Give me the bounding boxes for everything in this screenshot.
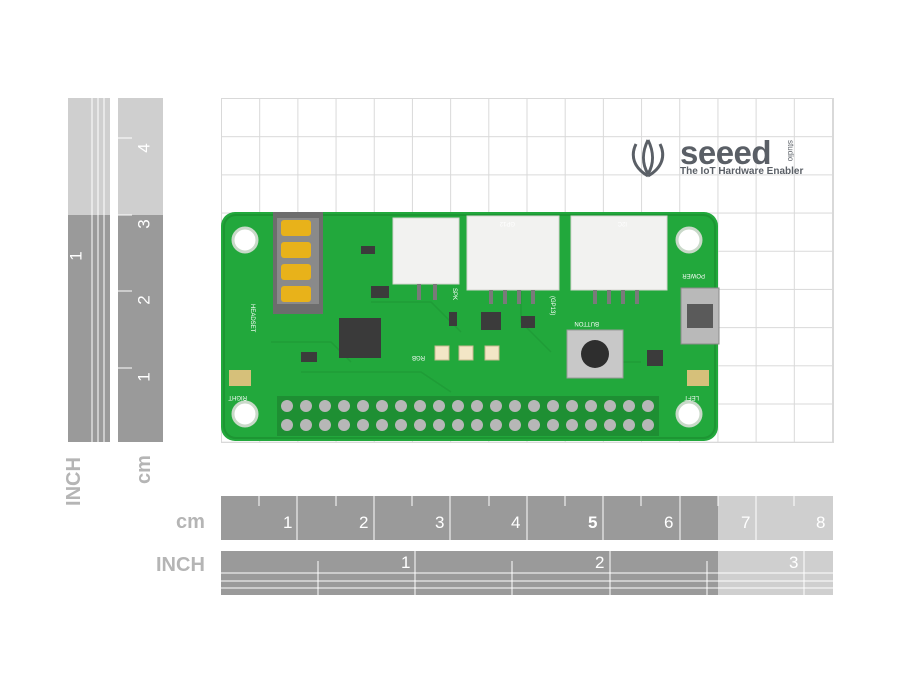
gpio-pin [642,400,654,412]
gpio-pin [433,400,445,412]
gpio-pin [528,419,540,431]
gpio-pin [528,400,540,412]
gpio-pin [357,400,369,412]
vertical-cm-unit: cm [132,455,155,484]
horizontal-cm-label-8: 8 [816,513,826,532]
horizontal-inch-ticks [221,551,833,595]
vertical-cm-label-1: 1 [134,372,154,382]
board-label-power: POWER [682,272,705,278]
gpio-pin [300,400,312,412]
horizontal-inch-label-2: 2 [595,553,605,572]
horizontal-cm-unit: cm [176,511,205,533]
horizontal-cm-label-5: 5 [588,513,598,532]
gpio-pin [604,419,616,431]
gpio-pin [414,419,426,431]
board-label-gp12: GP12 [499,220,515,226]
gpio-pin [300,419,312,431]
horizontal-cm-label-1: 1 [283,513,293,532]
vertical-inch-unit: INCH [62,457,85,506]
vertical-inch-ticks [91,98,105,442]
horizontal-inch-label-3: 3 [789,553,799,572]
horizontal-cm-label-3: 3 [435,513,445,532]
gpio-pin [338,400,350,412]
gpio-pin [490,400,502,412]
gpio-pin [585,400,597,412]
brand-tagline: The IoT Hardware Enabler [680,166,804,177]
gpio-pin [566,400,578,412]
vertical-cm-label-2: 2 [134,295,154,305]
gpio-pin [281,419,293,431]
horizontal-cm-label-6: 6 [664,513,674,532]
vertical-inch-label-1: 1 [66,251,86,261]
gpio-pin [357,419,369,431]
gpio-pin [452,419,464,431]
vertical-inch-ruler: 1 [66,98,110,442]
gpio-pin [471,400,483,412]
gpio-pin [414,400,426,412]
horizontal-inch-label-1: 1 [401,553,411,572]
gpio-pin [471,419,483,431]
board-label-i2c: I2C [617,220,627,226]
gpio-pin [395,400,407,412]
gpio-pin [433,419,445,431]
gpio-pin [319,419,331,431]
horizontal-cm-ticks [258,496,795,540]
gpio-pin [642,419,654,431]
gpio-pin [338,419,350,431]
board-label-spk: SPK [451,288,457,300]
board-label-right: RIGHT [228,394,247,400]
brand-suffix: studio [786,140,795,162]
brand-logo: seeed [680,134,772,171]
horizontal-cm-label-7: 7 [741,513,751,532]
board-label-rgb: RGB [412,354,425,360]
board-label-button: BUTTON [574,320,599,326]
gpio-pin [376,400,388,412]
gpio-pin [547,400,559,412]
gpio-pin [547,419,559,431]
gpio-pin [490,419,502,431]
gpio-pin [509,400,521,412]
vertical-cm-ruler: 4 3 2 1 [118,98,163,442]
gpio-pin [623,419,635,431]
horizontal-inch-ruler: 1 2 3 [221,551,833,595]
gpio-pin [585,419,597,431]
horizontal-inch-unit: INCH [156,554,205,576]
board-label-headset: HEADSET [249,304,255,333]
gpio-pin [604,400,616,412]
vertical-cm-label-4: 4 [134,143,154,153]
horizontal-cm-label-2: 2 [359,513,369,532]
board-label-gp12-sub: (GP13) [549,296,555,315]
pcb-board: HEADSET RIGHT LEFT POWER BUTTON RGB SPK … [221,212,720,441]
gpio-pin [395,419,407,431]
gpio-pin [509,419,521,431]
seeed-leaf-icon [631,139,665,178]
horizontal-cm-ruler: 1 2 3 4 5 6 7 8 [221,496,833,540]
horizontal-cm-label-4: 4 [511,513,521,532]
gpio-pin [319,400,331,412]
board-label-left: LEFT [684,394,699,400]
gpio-pin [281,400,293,412]
gpio-pin [623,400,635,412]
gpio-pin [452,400,464,412]
gpio-pin [376,419,388,431]
gpio-pin [566,419,578,431]
vertical-cm-label-3: 3 [134,219,154,229]
vertical-cm-ticks [118,137,132,369]
